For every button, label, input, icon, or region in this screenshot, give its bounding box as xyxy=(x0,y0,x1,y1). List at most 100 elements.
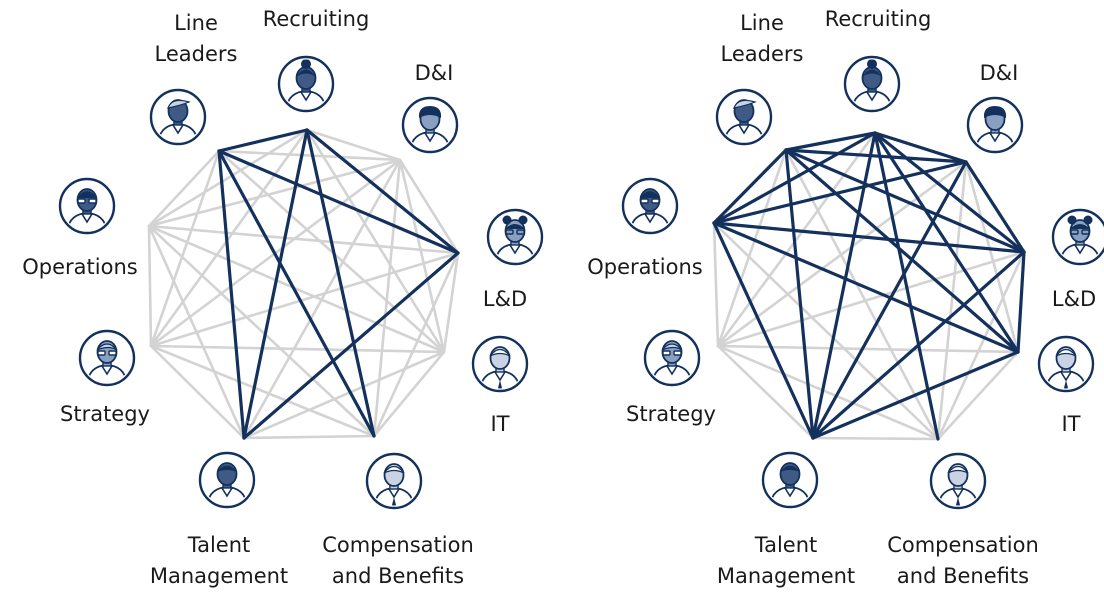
node-label-line: Talent xyxy=(754,533,818,557)
edge-lnd-strategy xyxy=(716,250,1026,348)
person-tie-icon xyxy=(1037,335,1095,393)
node-icons xyxy=(58,55,544,510)
node-label-line: Recruiting xyxy=(825,7,932,31)
highlighted-edge-recruiting-talent xyxy=(811,131,877,440)
highlighted-edge-recruiting-operations xyxy=(712,131,877,225)
highlighted-edge-line_leaders-recruiting xyxy=(784,131,877,152)
edge-dni-line_leaders xyxy=(217,149,402,162)
highlighted-edge-recruiting-lnd xyxy=(305,128,460,255)
node-label-it: IT xyxy=(1061,412,1080,436)
node-label-dni: D&I xyxy=(415,61,454,85)
highlighted-edge-it-operations xyxy=(712,221,1020,354)
highlighted-edge-lnd-it xyxy=(1016,250,1026,354)
node-label-line: L&D xyxy=(483,287,527,311)
highlighted-edge-line_leaders-talent xyxy=(784,148,815,440)
edge-it-strategy xyxy=(716,344,1020,354)
edge-it-strategy xyxy=(149,344,446,354)
node-label-line: Operations xyxy=(587,255,702,279)
edge-comp-operations xyxy=(147,224,376,438)
highlighted-edge-lnd-talent xyxy=(242,251,460,440)
person-suit-icon xyxy=(929,452,987,510)
edge-it-comp xyxy=(372,350,446,438)
node-label-dni: D&I xyxy=(980,61,1019,85)
node-label-line: Recruiting xyxy=(263,7,370,31)
highlighted-edges xyxy=(217,128,460,440)
highlighted-edge-line_leaders-lnd xyxy=(784,148,1026,254)
highlighted-edge-line_leaders-talent xyxy=(217,149,246,440)
node-label-line: Leaders xyxy=(721,42,804,66)
highlighted-edge-line_leaders-comp xyxy=(217,149,376,438)
highlighted-edge-line_leaders-dni xyxy=(784,148,968,164)
edge-comp-operations xyxy=(712,221,940,441)
node-label-line: Talent xyxy=(187,533,251,557)
edge-comp-talent xyxy=(811,436,940,441)
node-label-line: D&I xyxy=(415,61,454,85)
highlighted-edge-recruiting-dni xyxy=(873,131,968,164)
edge-dni-comp xyxy=(936,160,968,441)
node-label-lnd: L&D xyxy=(483,287,527,311)
edge-recruiting-strategy xyxy=(149,128,309,348)
node-label-strategy: Strategy xyxy=(626,402,716,426)
edge-lnd-it xyxy=(442,251,460,354)
edge-dni-lnd xyxy=(398,158,460,255)
node-icons xyxy=(621,55,1104,510)
edge-comp-strategy xyxy=(716,344,940,441)
highlighted-edge-talent-operations xyxy=(712,221,815,440)
person-short-hair-icon xyxy=(198,451,256,509)
node-label-line: Strategy xyxy=(60,402,150,426)
highlighted-edge-recruiting-talent xyxy=(242,128,309,440)
node-label-line: Management xyxy=(717,564,855,588)
node-label-operations: Operations xyxy=(22,255,137,279)
person-beard-glasses-icon xyxy=(58,177,116,235)
edge-lnd-comp xyxy=(936,250,1026,441)
edge-talent-strategy xyxy=(716,344,815,440)
edge-talent-operations xyxy=(147,224,246,440)
node-label-line: IT xyxy=(490,412,509,436)
edge-talent-strategy xyxy=(149,344,246,440)
node-label-line: Leaders xyxy=(155,42,238,66)
edge-it-operations xyxy=(147,224,446,354)
highlighted-edge-line_leaders-it xyxy=(784,148,1020,354)
highlighted-edge-it-talent xyxy=(811,350,1020,440)
person-curly-icon xyxy=(966,96,1024,154)
edge-dni-operations xyxy=(147,158,402,228)
node-label-line: IT xyxy=(1061,412,1080,436)
highlighted-edge-dni-operations xyxy=(712,160,968,225)
highlighted-edge-line_leaders-recruiting xyxy=(217,128,309,153)
highlighted-edge-lnd-operations xyxy=(712,221,1026,254)
edge-dni-it xyxy=(964,160,1020,354)
edge-it-talent xyxy=(242,350,446,440)
node-label-strategy: Strategy xyxy=(60,402,150,426)
person-sweep-hair-icon xyxy=(149,88,207,146)
edge-dni-it xyxy=(398,158,446,354)
highlighted-edge-line_leaders-operations xyxy=(712,148,788,225)
edge-strategy-operations xyxy=(147,224,153,348)
edge-it-line_leaders xyxy=(217,149,446,354)
node-label-line: Strategy xyxy=(626,402,716,426)
highlighted-edge-line_leaders-lnd xyxy=(217,149,460,255)
node-label-recruiting: Recruiting xyxy=(263,7,370,31)
muted-edges xyxy=(147,128,460,440)
node-label-operations: Operations xyxy=(587,255,702,279)
edge-it-comp xyxy=(936,350,1020,441)
node-label-line: Line xyxy=(174,11,218,35)
edge-comp-strategy xyxy=(149,344,376,438)
node-label-lnd: L&D xyxy=(1052,287,1096,311)
edge-recruiting-strategy xyxy=(716,131,877,348)
person-glasses-bun-icon xyxy=(486,208,544,266)
edge-lnd-operations xyxy=(147,224,460,255)
edge-strategy-line_leaders xyxy=(149,149,221,348)
edge-strategy-operations xyxy=(712,221,720,348)
edge-comp-talent xyxy=(242,434,376,440)
highlighted-edges xyxy=(712,131,1026,441)
edge-recruiting-it xyxy=(305,128,446,354)
highlighted-edge-recruiting-comp xyxy=(873,131,940,441)
